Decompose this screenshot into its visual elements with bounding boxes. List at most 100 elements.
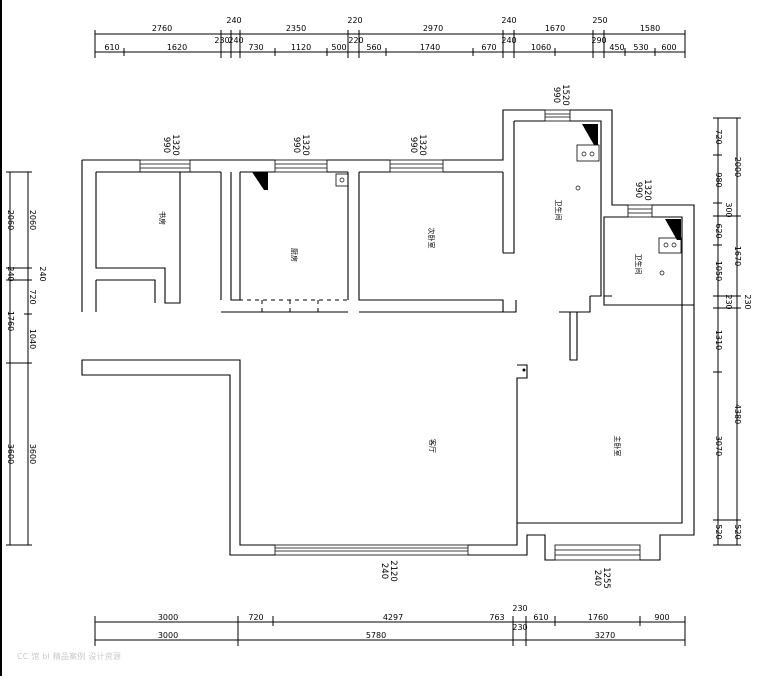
dim-top-inner-2: 230 bbox=[214, 36, 229, 45]
window-bedroom2 bbox=[139, 159, 191, 173]
master-bath-basin-icon bbox=[658, 237, 682, 254]
window-bedroom1 bbox=[389, 159, 444, 173]
dim-top-inner-6: 500 bbox=[331, 43, 346, 52]
dim-right-inner-3: 620 bbox=[714, 223, 723, 238]
window-tag-6-top: 1255 bbox=[601, 567, 611, 589]
kitchen-sink-icon bbox=[335, 173, 349, 187]
room-label-bedroom1: 次卧室 bbox=[427, 228, 436, 249]
dim-top-inner-4: 730 bbox=[248, 43, 263, 52]
dim-bottom-inner-2: 4297 bbox=[383, 613, 403, 622]
dim-top-outer-4: 2970 bbox=[423, 24, 443, 33]
dim-top-inner-11: 240 bbox=[501, 36, 516, 45]
dim-left-inner-0: 2060 bbox=[28, 210, 37, 230]
dim-texts-right: 720 980 300 620 1050 230 1310 3070 520 2… bbox=[714, 129, 752, 539]
window-tag-5-top: 2120 bbox=[388, 560, 398, 582]
dim-ticks-top bbox=[94, 30, 686, 58]
floor-drain-icon bbox=[575, 185, 581, 191]
room-labels: 书房 厨房 次卧室 卫生间 卫生间 客厅 主卧室 bbox=[158, 200, 643, 457]
dim-top-outer-7: 250 bbox=[592, 16, 607, 25]
window-tag-1-bottom: 990 bbox=[291, 137, 301, 153]
dim-right-inner-5: 230 bbox=[724, 294, 733, 309]
window-tag-1-top: 1320 bbox=[300, 134, 310, 156]
window-tag-2-bottom: 990 bbox=[408, 137, 418, 153]
room-label-kitchen: 厨房 bbox=[290, 248, 299, 262]
window-living bbox=[274, 544, 469, 556]
dim-bottom-outer-3: 3270 bbox=[595, 631, 615, 640]
room-label-bath-public: 卫生间 bbox=[554, 200, 563, 221]
window-tag-6-bottom: 240 bbox=[592, 570, 602, 586]
dim-top-inner-13: 290 bbox=[591, 36, 606, 45]
dim-top-inner-5: 1120 bbox=[291, 43, 311, 52]
master-floor-drain-icon bbox=[659, 270, 665, 276]
dim-right-outer-0: 2000 bbox=[733, 157, 742, 177]
dim-ticks-left bbox=[6, 171, 32, 546]
dim-bottom-outer-1: 5780 bbox=[366, 631, 386, 640]
dim-left-inner-4: 3600 bbox=[28, 444, 37, 464]
window-tags: 1320 990 1320 990 1320 990 1520 990 1320… bbox=[161, 84, 652, 589]
dim-right-inner-1: 980 bbox=[714, 172, 723, 187]
dim-right-outer-1: 1670 bbox=[733, 246, 742, 266]
window-tag-3-top: 1520 bbox=[560, 84, 570, 106]
dim-top-inner-15: 530 bbox=[633, 43, 648, 52]
watermark: CC 馆 bl 精品案例 设计资源 bbox=[17, 652, 122, 661]
window-bath-public bbox=[544, 109, 571, 122]
dim-left-inner-3: 1040 bbox=[28, 329, 37, 349]
bath-shaft-icon bbox=[582, 124, 598, 145]
dim-top-outer-1: 240 bbox=[226, 16, 241, 25]
viewport-edge bbox=[0, 0, 2, 676]
dim-top-outer-6: 1670 bbox=[545, 24, 565, 33]
window-tag-2-top: 1320 bbox=[417, 134, 427, 156]
dim-bottom-inner-3: 763 bbox=[489, 613, 504, 622]
dim-top-outer-2: 2350 bbox=[286, 24, 306, 33]
dim-top-outer-8: 1580 bbox=[640, 24, 660, 33]
dim-left-outer-1: 240 bbox=[6, 266, 15, 281]
dim-top-outer-0: 2760 bbox=[152, 24, 172, 33]
master-bath-shaft-icon bbox=[665, 219, 681, 240]
window-tag-5-bottom: 240 bbox=[379, 563, 389, 579]
window-kitchen bbox=[274, 159, 328, 173]
dim-top-inner-0: 610 bbox=[104, 43, 119, 52]
dim-right-inner-2: 300 bbox=[724, 202, 733, 217]
dim-top-inner-7: 220 bbox=[348, 36, 363, 45]
dim-top-inner-10: 670 bbox=[481, 43, 496, 52]
dim-right-outer-2: 230 bbox=[743, 294, 752, 309]
room-label-bedroom2: 书房 bbox=[158, 211, 167, 225]
dim-right-inner-0: 720 bbox=[714, 129, 723, 144]
windows bbox=[139, 109, 653, 561]
dim-left-outer-0: 2060 bbox=[6, 210, 15, 230]
dim-left-inner-1: 240 bbox=[38, 266, 47, 281]
dim-right-inner-4: 1050 bbox=[714, 261, 723, 281]
dim-ticks-bottom bbox=[94, 616, 686, 646]
dim-top-inner-14: 450 bbox=[609, 43, 624, 52]
dim-texts-top: 2760 240 2350 220 2970 240 1670 250 1580… bbox=[104, 16, 676, 52]
kitchen-opening-dashed bbox=[231, 299, 348, 312]
dim-texts-left: 2060 240 1760 3600 2060 240 720 1040 360… bbox=[6, 210, 47, 464]
dim-bottom-inner-4: 230 bbox=[512, 604, 527, 613]
window-master-bay bbox=[554, 544, 641, 561]
dim-top-inner-12: 1060 bbox=[531, 43, 551, 52]
dim-bottom-inner-6: 1760 bbox=[588, 613, 608, 622]
window-bath-master bbox=[627, 204, 653, 218]
dim-right-inner-6: 1310 bbox=[714, 330, 723, 350]
dim-left-outer-2: 1760 bbox=[6, 311, 15, 331]
dim-right-inner-7: 3070 bbox=[714, 436, 723, 456]
dim-left-outer-3: 3600 bbox=[6, 444, 15, 464]
room-label-living: 客厅 bbox=[428, 439, 437, 453]
bath-basin-icon bbox=[576, 144, 600, 162]
dim-bottom-outer-2: 230 bbox=[512, 623, 527, 632]
dim-bottom-inner-5: 610 bbox=[533, 613, 548, 622]
dim-right-outer-4: 520 bbox=[733, 524, 742, 539]
window-tag-4-top: 1320 bbox=[642, 179, 652, 201]
fixtures bbox=[252, 124, 682, 372]
walls bbox=[81, 109, 695, 561]
window-tag-0-top: 1320 bbox=[170, 134, 180, 156]
dim-right-outer-3: 4380 bbox=[733, 404, 742, 424]
dim-bottom-outer-0: 3000 bbox=[158, 631, 178, 640]
room-label-bath-master: 卫生间 bbox=[634, 254, 643, 275]
dim-top-inner-16: 600 bbox=[661, 43, 676, 52]
window-tag-3-bottom: 990 bbox=[551, 87, 561, 103]
dim-left-inner-2: 720 bbox=[28, 289, 37, 304]
room-label-master: 主卧室 bbox=[613, 436, 622, 457]
kitchen-flue-icon bbox=[252, 172, 268, 190]
